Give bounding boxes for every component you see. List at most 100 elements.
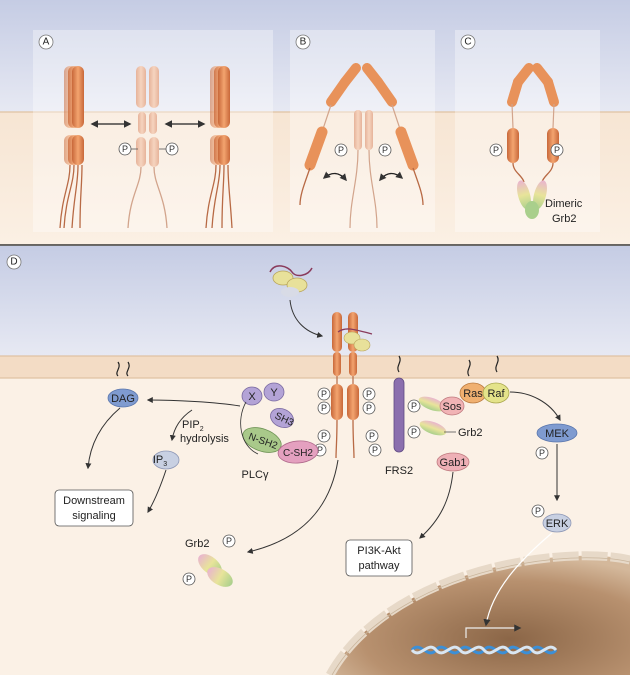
plc-gamma-complex: X Y SH3 N-SH2 C-SH2 — [240, 382, 319, 464]
svg-text:P: P — [226, 536, 232, 546]
panel-b-receptor — [299, 63, 424, 229]
panel-a-receptor-left — [59, 66, 84, 229]
svg-text:P: P — [493, 145, 499, 155]
panel-c-dimeric-grb2 — [517, 180, 547, 219]
panel-a-receptor-right — [205, 66, 233, 229]
svg-text:P: P — [369, 431, 375, 441]
svg-text:P: P — [321, 431, 327, 441]
dag-to-downstream-arrow — [85, 407, 121, 470]
frs2-node — [393, 355, 405, 453]
svg-text:P: P — [321, 403, 327, 413]
svg-text:Sos: Sos — [443, 401, 462, 413]
mek-node: MEK — [536, 423, 578, 443]
ip3-node: IP3 — [152, 450, 180, 470]
plc-x-domain: X — [248, 391, 256, 403]
svg-text:pathway: pathway — [359, 560, 400, 572]
svg-text:P: P — [338, 145, 344, 155]
panel-d-label: D — [6, 254, 22, 270]
panel-c-phospho-right: P — [550, 143, 564, 157]
panel-b-phospho-left: P — [334, 143, 348, 157]
receptor-phospho-r4: P — [368, 443, 382, 457]
svg-text:PI3K-Akt: PI3K-Akt — [357, 545, 400, 557]
svg-text:Ras: Ras — [463, 388, 483, 400]
panel-c-receptor — [507, 63, 559, 183]
transcription-arrow — [465, 624, 522, 638]
panel-b-arrow-right — [379, 171, 404, 182]
svg-text:P: P — [169, 144, 175, 154]
svg-text:signaling: signaling — [72, 510, 115, 522]
gab1-node: Gab1 — [436, 452, 470, 472]
svg-text:P: P — [539, 448, 545, 458]
plc-gamma-label: PLCγ — [242, 469, 269, 481]
svg-text:B: B — [300, 37, 307, 48]
frs2-grb2-label: Grb2 — [458, 427, 482, 439]
svg-text:P: P — [554, 145, 560, 155]
dimeric-label: Dimeric — [545, 198, 583, 210]
downstream-signaling-box: Downstream signaling — [54, 489, 134, 527]
ras-node: Ras — [459, 359, 487, 404]
svg-text:P: P — [366, 389, 372, 399]
svg-text:D: D — [10, 257, 17, 268]
dna-helix-icon — [410, 645, 558, 655]
panel-c-label: C — [460, 34, 476, 50]
plc-y-domain: Y — [270, 387, 278, 399]
receptor-to-grb2-arrow — [246, 459, 339, 554]
dimeric-grb2-label: Grb2 — [552, 213, 576, 225]
receptor-phospho-r3: P — [365, 429, 379, 443]
svg-text:P: P — [122, 144, 128, 154]
panel-a-label: A — [38, 34, 54, 50]
pip2-to-dag-arrow — [146, 397, 241, 407]
receptor-phospho-l3: P — [317, 429, 331, 443]
svg-text:P: P — [411, 427, 417, 437]
panel-a-phospho-right: P — [159, 142, 179, 156]
raf-node: Raf — [482, 355, 510, 404]
panel-b-frame — [290, 30, 435, 232]
frs2-grb2-sos: Sos — [418, 396, 465, 436]
frs2-label: FRS2 — [385, 465, 413, 477]
panel-b-phospho-right: P — [378, 143, 392, 157]
erk-to-nucleus-arrow — [483, 532, 553, 627]
pip2-to-ip3-arrow — [169, 409, 193, 442]
receptor-phospho-l1: P — [317, 387, 331, 401]
svg-text:P: P — [317, 445, 323, 455]
svg-text:MEK: MEK — [545, 428, 570, 440]
frs2-phospho-2: P — [407, 425, 421, 439]
receptor-phospho-l2: P — [317, 401, 331, 415]
raf-to-mek-arrow — [509, 391, 561, 422]
svg-text:P: P — [186, 574, 192, 584]
fgf-ligand-icon — [269, 265, 313, 297]
svg-text:P: P — [372, 445, 378, 455]
fgfr-receptor — [331, 312, 373, 459]
panel-d-extracellular — [0, 246, 630, 356]
panel-b-label: B — [295, 34, 311, 50]
free-grb2 — [198, 554, 233, 587]
svg-text:P: P — [321, 389, 327, 399]
plc-csh2-domain: C-SH2 — [283, 448, 313, 459]
svg-text:P: P — [366, 403, 372, 413]
ligand-binding-arrow — [289, 299, 324, 338]
svg-text:IP3: IP3 — [153, 454, 167, 468]
panel-c-phospho-left: P — [489, 143, 503, 157]
erk-node: ERK — [542, 513, 572, 533]
erk-phospho: P — [531, 504, 545, 518]
svg-text:P: P — [411, 401, 417, 411]
ip3-to-downstream-arrow — [147, 469, 167, 514]
mek-phospho: P — [535, 446, 549, 460]
gab1-to-pi3k-arrow — [419, 471, 454, 539]
svg-text:C: C — [464, 37, 471, 48]
panel-a-receptor-center — [127, 66, 168, 229]
pi3k-akt-box: PI3K-Akt pathway — [345, 539, 413, 577]
free-grb2-label: Grb2 — [185, 538, 209, 550]
free-grb2-phospho-1: P — [222, 534, 236, 548]
panel-d-membrane — [0, 356, 630, 378]
nucleus — [326, 551, 630, 678]
panel-a-phospho-left: P — [118, 142, 138, 156]
svg-text:Gab1: Gab1 — [440, 457, 467, 469]
pip2-label: PIP2 — [182, 419, 204, 433]
svg-text:DAG: DAG — [111, 393, 135, 405]
free-grb2-phospho-2: P — [182, 572, 196, 586]
svg-text:A: A — [43, 37, 50, 48]
svg-text:ERK: ERK — [546, 518, 569, 530]
